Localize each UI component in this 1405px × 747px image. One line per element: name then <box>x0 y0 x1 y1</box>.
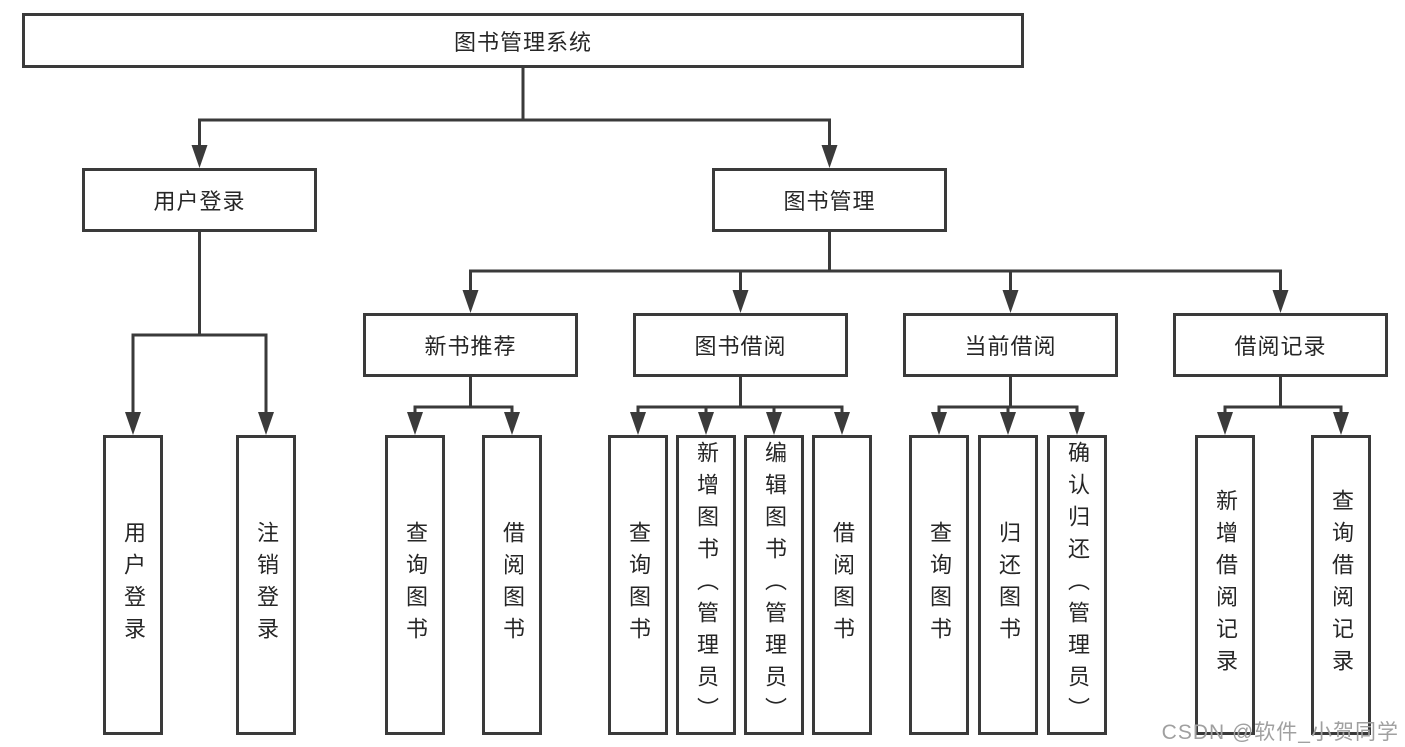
leaf-borrow-borrow-books: 借阅图书 <box>812 435 872 735</box>
node-user-login: 用户登录 <box>82 168 317 232</box>
leaf-borrow-query-books-label: 查询图书 <box>626 521 651 649</box>
node-root: 图书管理系统 <box>22 13 1024 68</box>
node-book-management: 图书管理 <box>712 168 947 232</box>
leaf-borrow-borrow-books-label: 借阅图书 <box>830 521 855 649</box>
leaf-current-query-books: 查询图书 <box>909 435 969 735</box>
leaf-newrec-borrow-books: 借阅图书 <box>482 435 542 735</box>
leaf-user-login: 用户登录 <box>103 435 163 735</box>
leaf-logout-login-label: 注销登录 <box>254 521 279 649</box>
leaf-borrow-edit-books-admin: 编辑图书（管理员） <box>744 435 804 735</box>
leaf-records-query-borrow-record: 查询借阅记录 <box>1311 435 1371 735</box>
leaf-records-add-borrow-record-label: 新增借阅记录 <box>1213 489 1238 681</box>
leaf-current-return-books-label: 归还图书 <box>996 521 1021 649</box>
leaf-borrow-edit-books-admin-label: 编辑图书（管理员） <box>762 441 787 729</box>
leaf-newrec-query-books: 查询图书 <box>385 435 445 735</box>
leaf-current-return-books: 归还图书 <box>978 435 1038 735</box>
leaf-logout-login: 注销登录 <box>236 435 296 735</box>
leaf-current-confirm-return-admin-label: 确认归还（管理员） <box>1065 441 1090 729</box>
leaf-borrow-add-books-admin: 新增图书（管理员） <box>676 435 736 735</box>
leaf-current-confirm-return-admin: 确认归还（管理员） <box>1047 435 1107 735</box>
leaf-user-login-label: 用户登录 <box>121 521 146 649</box>
watermark: CSDN @软件_小贺同学 <box>1161 721 1399 744</box>
node-borrowing-records: 借阅记录 <box>1173 313 1388 377</box>
arrowhead-icons <box>125 145 1349 435</box>
leaf-newrec-query-books-label: 查询图书 <box>403 521 428 649</box>
leaf-newrec-borrow-books-label: 借阅图书 <box>500 521 525 649</box>
leaf-current-query-books-label: 查询图书 <box>927 521 952 649</box>
leaf-records-add-borrow-record: 新增借阅记录 <box>1195 435 1255 735</box>
leaf-borrow-query-books: 查询图书 <box>608 435 668 735</box>
node-book-borrowing: 图书借阅 <box>633 313 848 377</box>
leaf-borrow-add-books-admin-label: 新增图书（管理员） <box>694 441 719 729</box>
node-new-book-recommendation: 新书推荐 <box>363 313 578 377</box>
leaf-records-query-borrow-record-label: 查询借阅记录 <box>1329 489 1354 681</box>
node-current-borrowing: 当前借阅 <box>903 313 1118 377</box>
